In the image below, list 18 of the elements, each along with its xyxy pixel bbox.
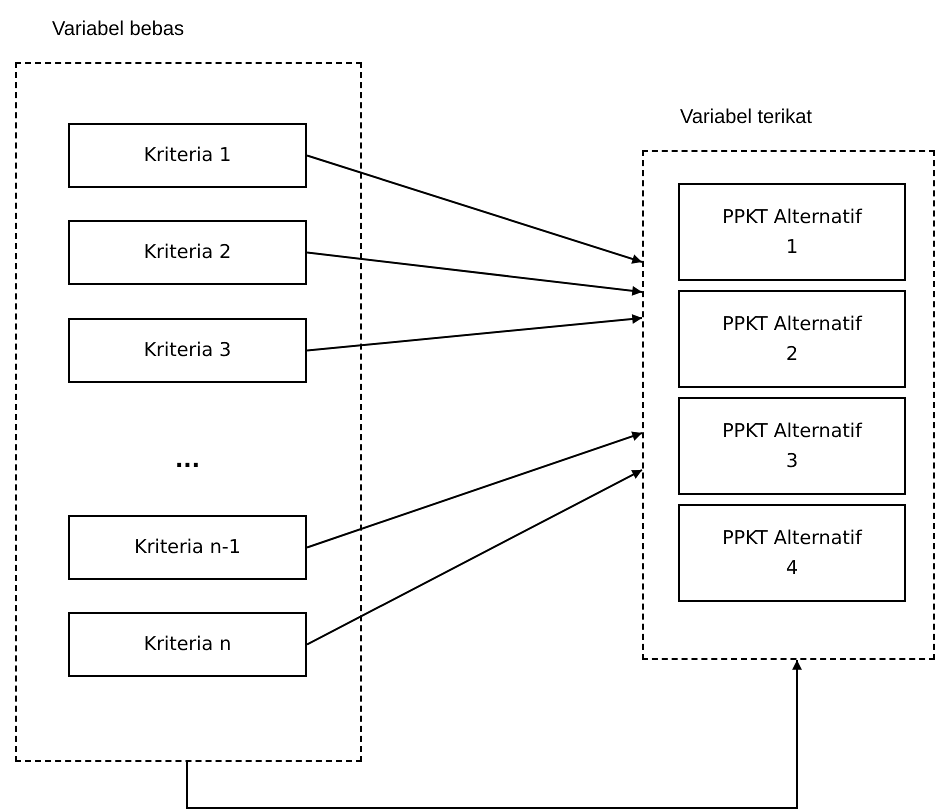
process-box: PPKT Alternatif 4 (678, 504, 906, 602)
process-box: Kriteria n-1 (68, 515, 307, 580)
process-box: Kriteria 2 (68, 220, 307, 285)
ellipsis-text: ... (174, 448, 202, 473)
process-box: PPKT Alternatif 1 (678, 183, 906, 281)
group-heading: Variabel bebas (52, 18, 184, 41)
process-box: Kriteria 1 (68, 123, 307, 188)
arrow (306, 469, 642, 646)
process-box: Kriteria n (68, 612, 307, 677)
arrow (306, 432, 642, 548)
arrow (306, 252, 642, 296)
arrow (306, 154, 642, 264)
arrow (306, 314, 642, 352)
process-box: Kriteria 3 (68, 318, 307, 383)
process-box: PPKT Alternatif 3 (678, 397, 906, 495)
group-heading: Variabel terikat (680, 106, 812, 129)
process-box: PPKT Alternatif 2 (678, 290, 906, 388)
arrow (186, 660, 802, 809)
